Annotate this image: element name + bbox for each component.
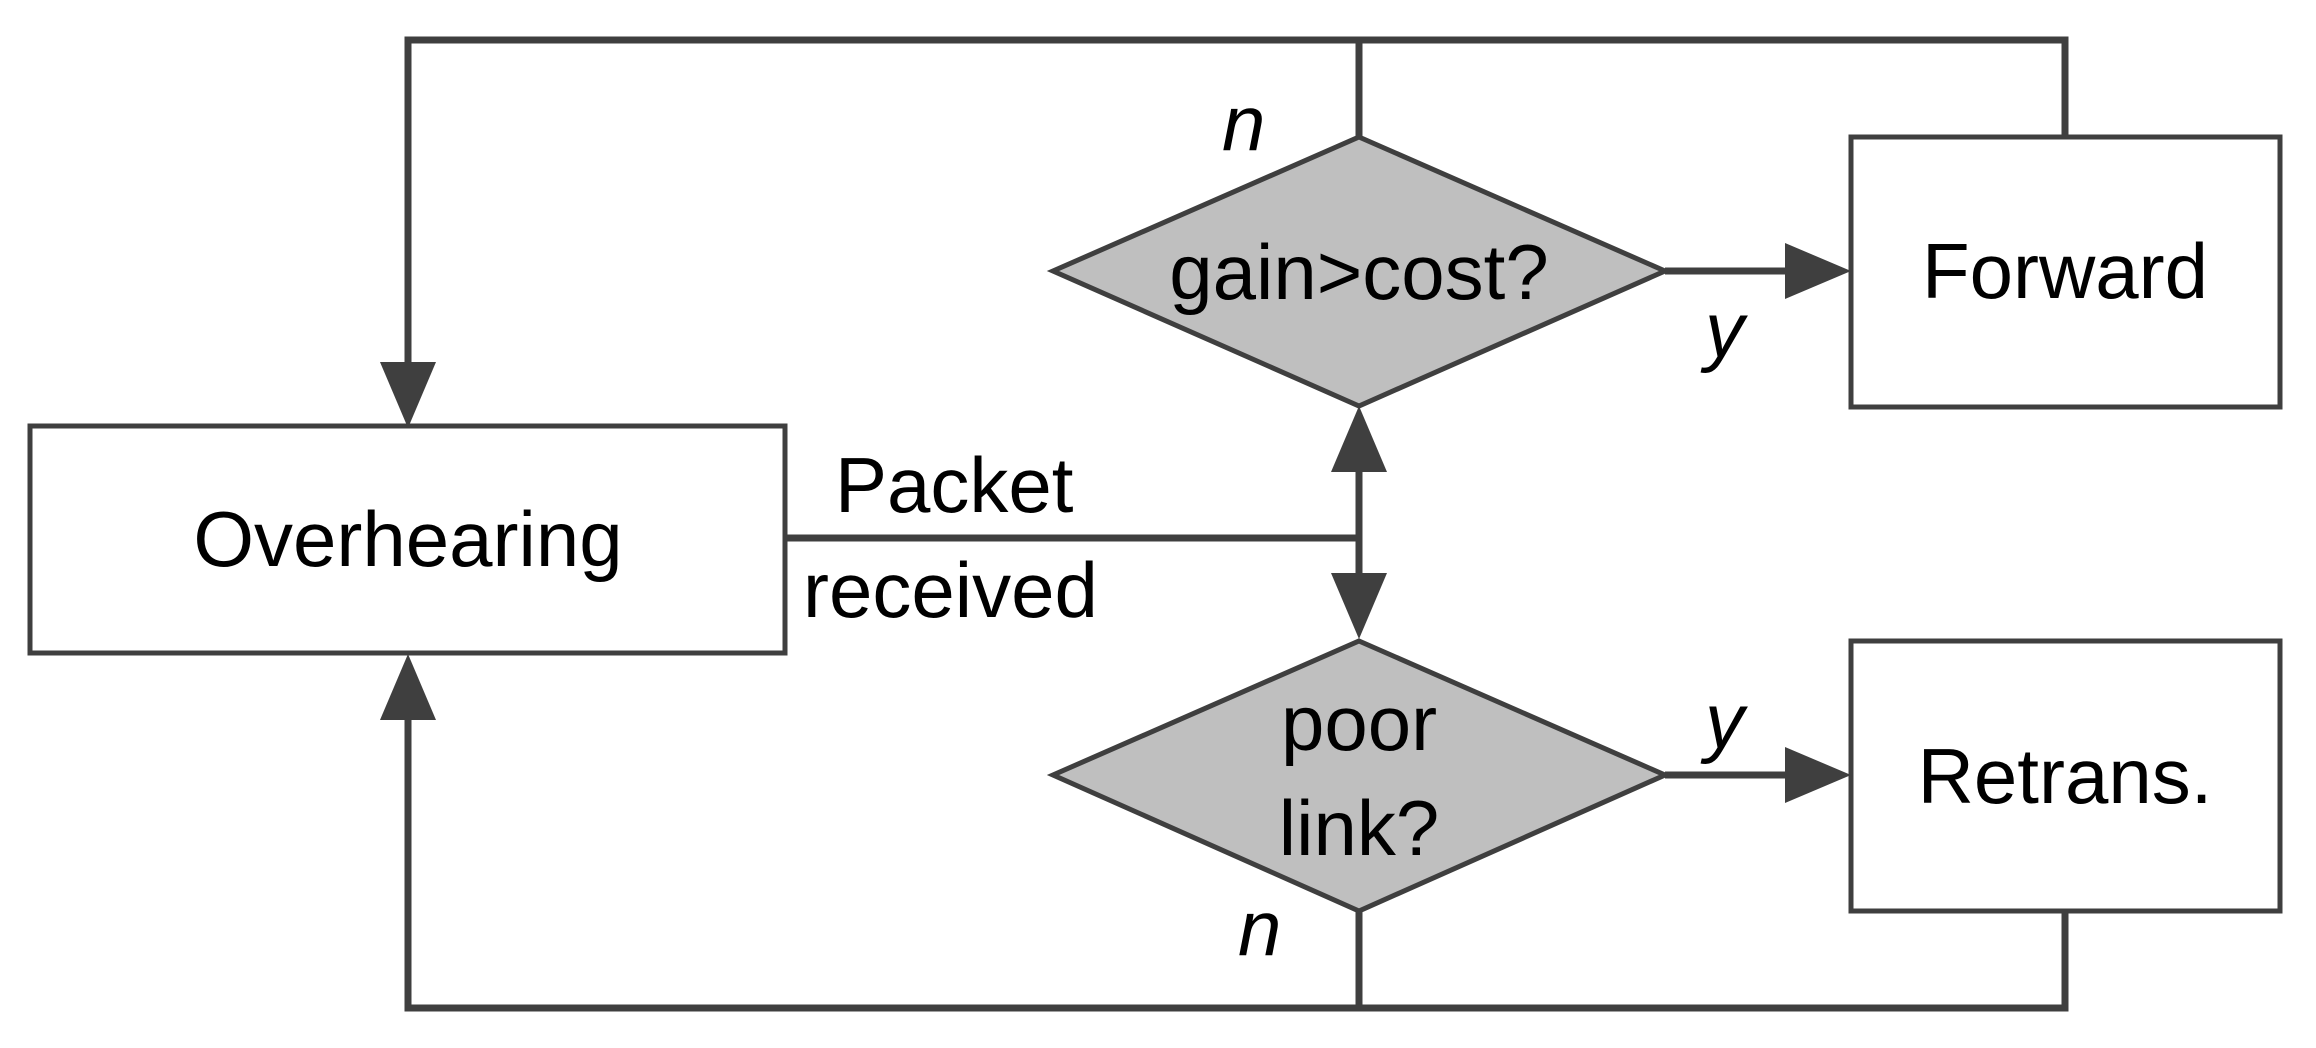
top-loop-line	[404, 36, 2069, 370]
bottom-loop-line	[404, 710, 2069, 1012]
arrowheads	[380, 243, 1851, 803]
poor-link-yes-label: y	[1700, 677, 1748, 765]
arrowhead-right-to-forward	[1785, 243, 1851, 299]
poor-link-decision	[1046, 638, 1672, 914]
gain-cost-label: gain>cost?	[1169, 228, 1548, 316]
overhearing-label: Overhearing	[193, 495, 622, 583]
arrowhead-down-to-poor-link	[1331, 573, 1387, 639]
arrowhead-up-to-overhearing	[380, 654, 436, 720]
packet-label-line1: Packet	[835, 441, 1074, 529]
poor-link-label-line1: poor	[1281, 679, 1437, 767]
arrowhead-right-to-retrans	[1785, 747, 1851, 803]
connectors	[404, 36, 2069, 1012]
arrowhead-up-to-gain-cost	[1331, 406, 1387, 472]
packet-label-line2: received	[803, 546, 1098, 634]
arrowhead-down-to-overhearing	[380, 362, 436, 428]
gain-cost-no-label: n	[1222, 79, 1265, 167]
forward-label: Forward	[1922, 227, 2208, 315]
poor-link-no-label: n	[1238, 884, 1281, 972]
gain-cost-decision	[1046, 134, 1672, 409]
overhearing-box	[27, 423, 788, 656]
poor-link-label-line2: link?	[1279, 784, 1439, 872]
gain-cost-yes-label: y	[1700, 286, 1748, 374]
forward-box	[1848, 134, 2283, 410]
retrans-box	[1848, 638, 2283, 914]
retrans-label: Retrans.	[1918, 732, 2213, 820]
